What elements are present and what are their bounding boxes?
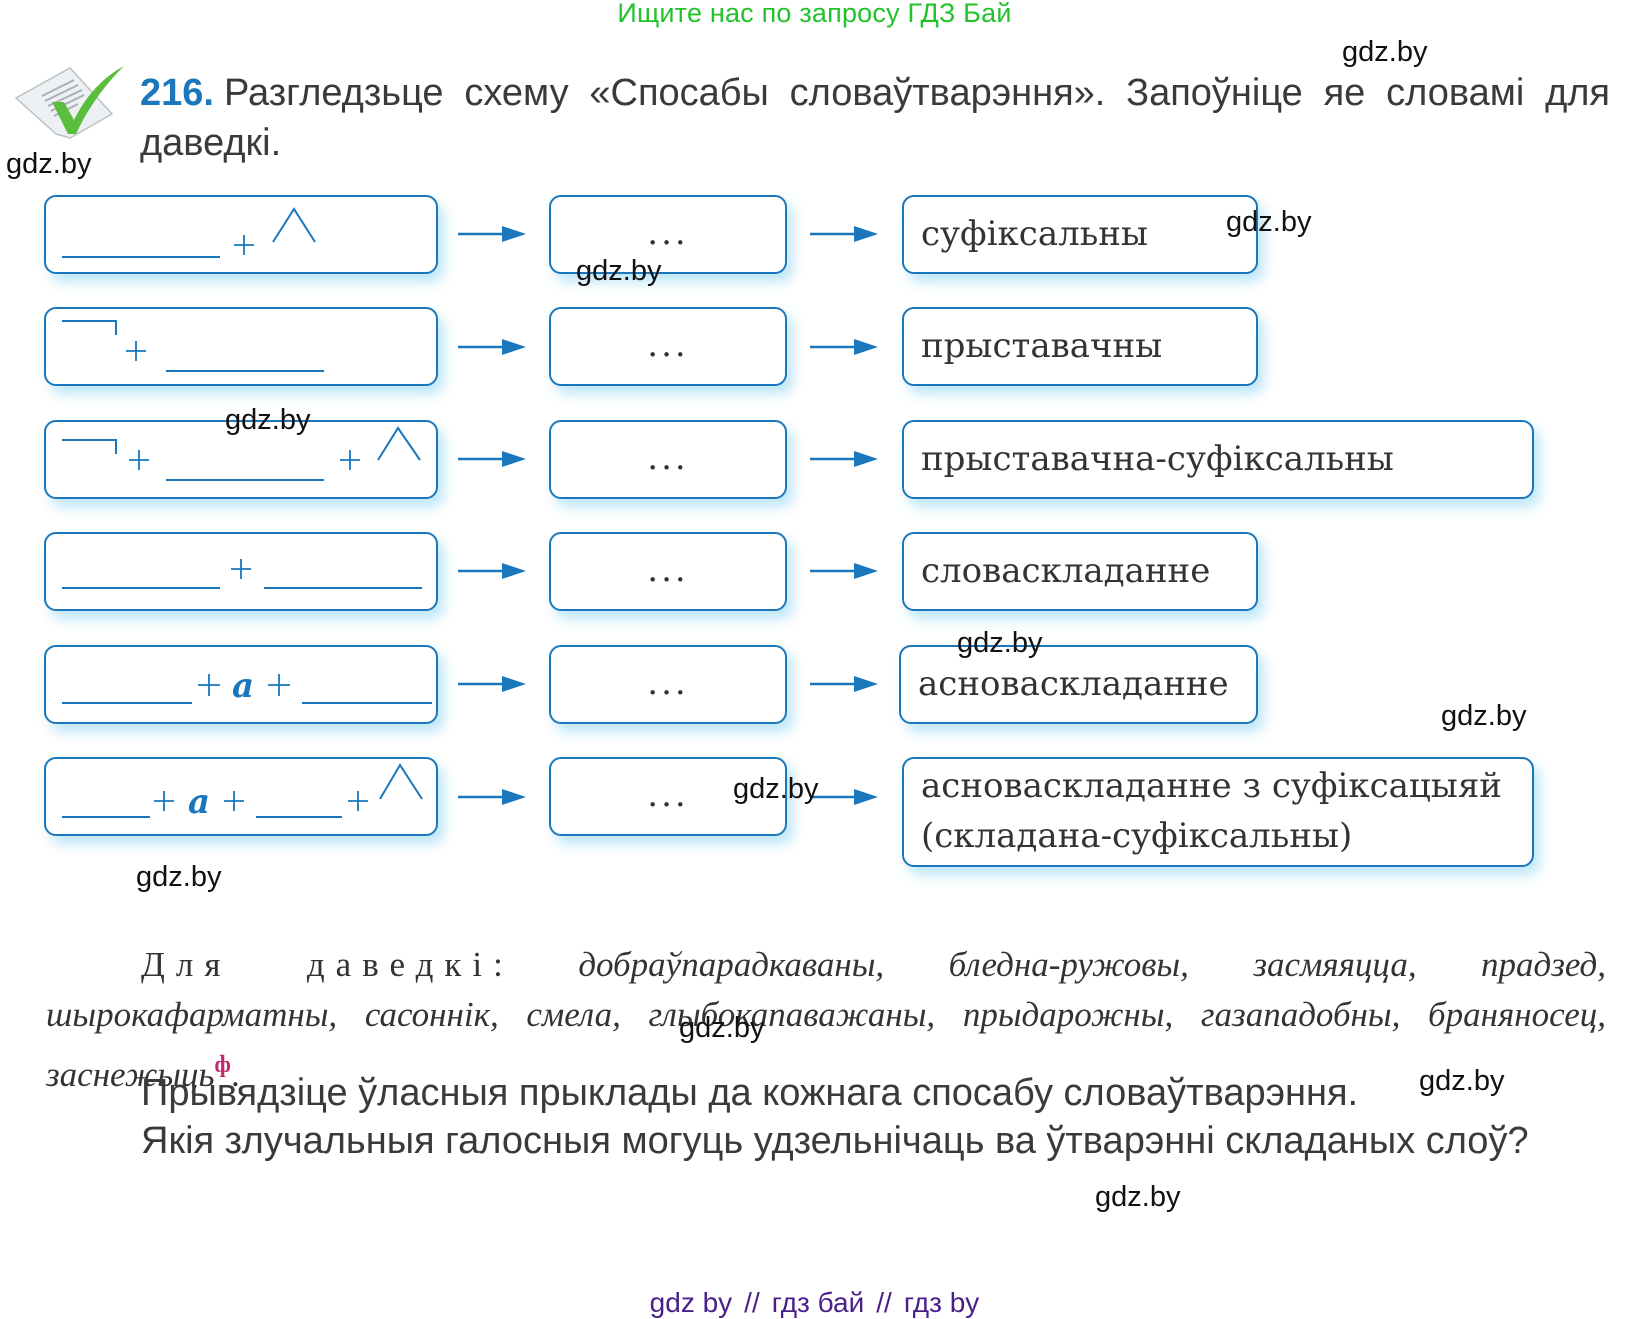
arrow-right-icon	[810, 226, 878, 242]
arrow-right-icon	[810, 339, 878, 355]
watermark: gdz.by	[136, 861, 222, 893]
answer-box-6[interactable]: ...	[549, 757, 787, 836]
formula-box-prefixal-suffixal	[44, 420, 438, 499]
task-heading: 216.Разгледзьце схему «Спосабы словаўтва…	[140, 68, 1610, 168]
footer-link-gdz-by-cyr[interactable]: гдз by	[903, 1287, 980, 1318]
question-2: Якія злучальныя галосныя могуць удзельні…	[141, 1120, 1529, 1162]
search-banner: Ищите нас по запросу ГДЗ Бай	[617, 0, 1012, 28]
formula-word-word	[62, 559, 422, 589]
watermark: gdz.by	[1342, 36, 1428, 68]
method-label: словаскладанне	[921, 551, 1211, 591]
placeholder-dots: ...	[647, 663, 689, 703]
superscript-marker: ф	[214, 1052, 232, 1078]
checkmark-document-icon	[12, 58, 127, 140]
watermark: gdz.by	[1095, 1181, 1181, 1213]
arrow-right-icon	[458, 789, 526, 805]
watermark: gdz.by	[1419, 1065, 1505, 1097]
method-label: асноваскладанне з суфіксацыяй (складана-…	[921, 761, 1502, 861]
placeholder-dots: ...	[647, 550, 689, 590]
method-box-suffixal: суфіксальны	[902, 195, 1258, 274]
reference-word-list: добраўпарадкаваны, бледна-ружовы, засмяя…	[46, 945, 1606, 1094]
answer-box-3[interactable]: ...	[549, 420, 787, 499]
reference-label: Для даведкі:	[141, 945, 514, 984]
arrow-right-icon	[458, 563, 526, 579]
placeholder-dots: ...	[647, 438, 689, 478]
formula-stem-a-stem: a	[62, 666, 432, 706]
method-box-prefixal: прыставачны	[902, 307, 1258, 386]
answer-box-2[interactable]: ...	[549, 307, 787, 386]
method-box-stem-compounding: асноваскладанне	[899, 645, 1258, 724]
method-box-stem-compounding-suffix: асноваскладанне з суфіксацыяй (складана-…	[902, 757, 1534, 867]
arrow-right-icon	[810, 789, 878, 805]
formula-box-suffixal	[44, 195, 438, 274]
arrow-right-icon	[458, 339, 526, 355]
method-label: суфіксальны	[921, 214, 1148, 254]
svg-text:a: a	[232, 666, 254, 706]
task-instruction: Разгледзьце схему «Спосабы словаўтварэнн…	[140, 72, 1610, 164]
arrow-right-icon	[458, 451, 526, 467]
watermark: gdz.by	[733, 773, 819, 805]
arrow-right-icon	[458, 676, 526, 692]
question-1: Прывядзіце ўласныя прыклады да кожнага с…	[141, 1072, 1359, 1114]
watermark: gdz.by	[1441, 700, 1527, 732]
footer-links: gdz by//гдз бай//гдз by	[649, 1287, 980, 1318]
placeholder-dots: ...	[647, 325, 689, 365]
task-number: 216.	[140, 72, 214, 114]
watermark: gdz.by	[225, 404, 311, 436]
arrow-right-icon	[810, 451, 878, 467]
formula-box-word-compounding	[44, 532, 438, 611]
arrow-right-icon	[458, 226, 526, 242]
placeholder-dots: ...	[647, 775, 689, 815]
formula-root-suffix	[62, 207, 316, 258]
method-label-line1: асноваскладанне з суфіксацыяй	[921, 766, 1502, 806]
watermark: gdz.by	[679, 1012, 765, 1044]
method-box-prefixal-suffixal: прыставачна-суфіксальны	[902, 420, 1534, 499]
footer-link-gdz-by[interactable]: gdz by	[649, 1287, 733, 1318]
footer-link-gdz-bai[interactable]: гдз бай	[771, 1287, 865, 1318]
method-label: асноваскладанне	[918, 664, 1229, 704]
watermark: gdz.by	[6, 148, 92, 180]
svg-text:a: a	[188, 782, 210, 822]
formula-box-stem-compounding-suffix: a	[44, 757, 438, 836]
formula-prefix-root	[62, 320, 324, 372]
watermark: gdz.by	[576, 255, 662, 287]
method-label: прыставачна-суфіксальны	[921, 439, 1394, 479]
watermark: gdz.by	[957, 627, 1043, 659]
arrow-right-icon	[810, 563, 878, 579]
formula-prefix-root-suffix	[62, 426, 421, 481]
method-label: прыставачны	[921, 326, 1163, 366]
reference-words: Для даведкі: добраўпарадкаваны, бледна-р…	[46, 945, 1606, 1094]
formula-box-stem-compounding: a	[44, 645, 438, 724]
method-box-word-compounding: словаскладанне	[902, 532, 1258, 611]
answer-box-4[interactable]: ...	[549, 532, 787, 611]
placeholder-dots: ...	[647, 213, 689, 253]
answer-box-1[interactable]: ...	[549, 195, 787, 274]
formula-box-prefixal	[44, 307, 438, 386]
formula-stem-a-stem-suffix: a	[62, 763, 423, 822]
answer-box-5[interactable]: ...	[549, 645, 787, 724]
method-label-line2: (складана-суфіксальны)	[921, 816, 1353, 856]
watermark: gdz.by	[1226, 206, 1312, 238]
arrow-right-icon	[810, 676, 878, 692]
